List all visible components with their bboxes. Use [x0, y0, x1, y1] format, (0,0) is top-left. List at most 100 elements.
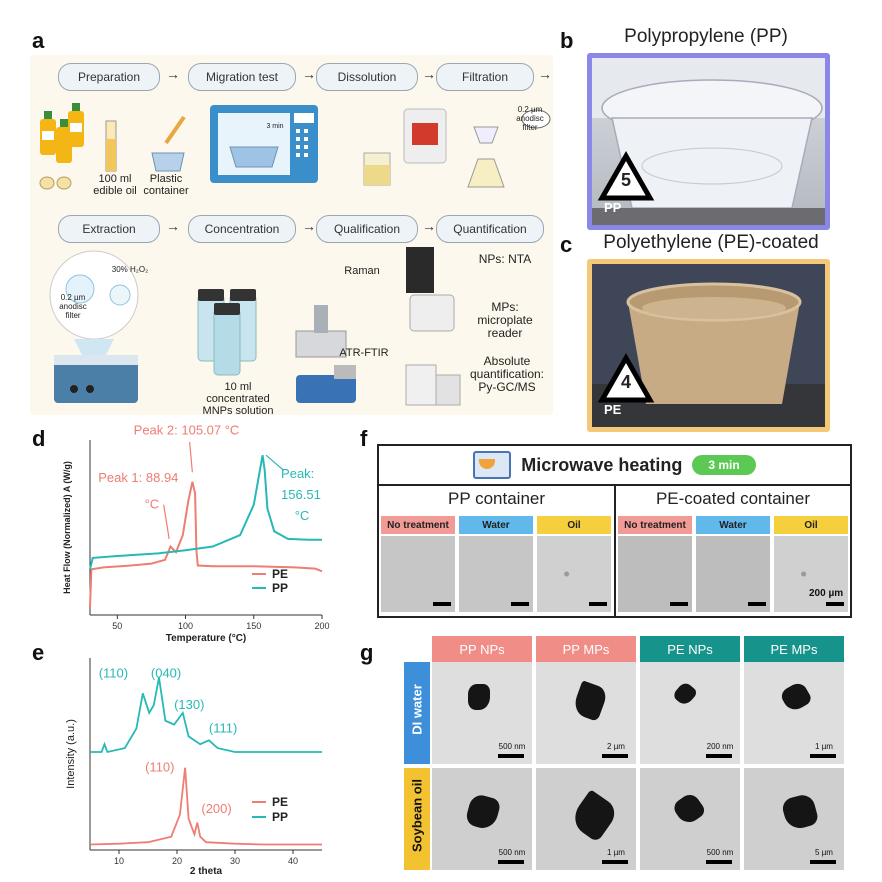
- scale-label: 200 µm: [809, 588, 844, 599]
- scale-bar: [433, 602, 451, 606]
- x-tick-label: 30: [230, 856, 240, 866]
- panel-label-a: a: [32, 28, 45, 53]
- particle-shape: [464, 792, 502, 832]
- tem-image: 1 µm: [744, 662, 844, 764]
- micrograph-image: [696, 536, 770, 612]
- step-quantification: Quantification: [436, 215, 544, 243]
- tem-image: 500 nm: [432, 768, 532, 870]
- scale-label: 200 nm: [706, 742, 734, 751]
- condition-tab: No treatment: [381, 516, 455, 534]
- scale-label: 500 nm: [498, 848, 526, 857]
- arrow-icon: →: [166, 218, 180, 234]
- microplate-caption: MPs: microplate reader: [477, 300, 533, 340]
- particle-shape: [671, 680, 699, 708]
- scale-bar: [511, 602, 529, 606]
- legend-label-pp: PP: [272, 581, 288, 595]
- peak-annotation: (111): [209, 720, 237, 735]
- instrument-illustrations: [405, 294, 461, 406]
- recycling-abbr-pp: PP: [604, 200, 622, 215]
- scale-label: 500 nm: [498, 742, 526, 751]
- tem-image: 5 µm: [744, 768, 844, 870]
- panel-label-e: e: [32, 640, 45, 665]
- column-header: PE NPs: [640, 636, 740, 662]
- micrograph-image: [459, 536, 533, 612]
- x-tick-label: 150: [246, 621, 261, 631]
- scale-label: 1 µm: [607, 848, 625, 857]
- step-filtration: Filtration: [436, 63, 534, 91]
- h2o2-caption: 30% H₂O₂: [111, 265, 149, 274]
- row-header: Soybean oil: [404, 768, 430, 870]
- panel-label-g: g: [360, 640, 374, 665]
- x-axis-label: 2 theta: [190, 866, 223, 877]
- tem-image: 1 µm: [536, 768, 636, 870]
- scale-bar: [498, 754, 524, 758]
- condition-tab: No treatment: [618, 516, 692, 534]
- raman-caption: Raman: [344, 265, 380, 277]
- microwave-icon: [473, 451, 512, 479]
- step-concentration: Concentration: [188, 215, 296, 243]
- scale-bar: [498, 860, 524, 864]
- peak-annotation: (200): [201, 801, 231, 816]
- particle-shape: [670, 790, 708, 828]
- condition-tab: Water: [696, 516, 770, 534]
- scale-label: 500 nm: [706, 848, 734, 857]
- scale-label: 2 µm: [607, 742, 625, 751]
- legend-label-pe: PE: [272, 567, 288, 581]
- series-pp-line: [90, 677, 322, 754]
- y-axis-label: Intensity (a.u.): [65, 719, 77, 789]
- condition-tab: Oil: [537, 516, 611, 534]
- scale-bar: [670, 602, 688, 606]
- recycling-code-pp: 5: [620, 170, 631, 190]
- annotation-peak-pp-unit: °C: [295, 508, 310, 523]
- panel-label-f: f: [360, 426, 368, 451]
- step-preparation: Preparation: [58, 63, 160, 91]
- microwave-header: Microwave heating 3 min: [379, 446, 850, 486]
- row-header: DI water: [404, 662, 430, 764]
- step-qualification: Qualification: [316, 215, 418, 243]
- series-pe-line: [89, 767, 322, 846]
- annotation-arrow: [189, 441, 193, 473]
- legend-label-pp: PP: [272, 810, 288, 824]
- step-dissolution: Dissolution: [316, 63, 418, 91]
- scale-bar: [706, 754, 732, 758]
- tem-image: 500 nm: [640, 768, 740, 870]
- scale-bar: [589, 602, 607, 606]
- time-badge: 3 min: [692, 455, 756, 475]
- scale-bar: [748, 602, 766, 606]
- arrow-icon: →: [166, 66, 180, 82]
- column-header: PE MPs: [744, 636, 844, 662]
- recycling-abbr-pe: PE: [604, 402, 622, 417]
- micrograph-image: [537, 536, 611, 612]
- arrow-icon: →: [538, 66, 552, 82]
- atr-caption: ATR-FTIR: [339, 347, 389, 359]
- series-pe-line: [89, 481, 323, 608]
- row-header-label: DI water: [409, 684, 425, 735]
- particle-shape: [780, 792, 820, 832]
- step-extraction: Extraction: [58, 215, 160, 243]
- annotation-arrow: [163, 504, 170, 540]
- tem-image: 2 µm: [536, 662, 636, 764]
- scale-bar: [706, 860, 732, 864]
- column-header: PP MPs: [536, 636, 636, 662]
- scale-bar: [826, 602, 844, 606]
- workflow-panel: Preparation → Migration test → Dissoluti…: [30, 55, 553, 417]
- micrograph-image: [381, 536, 455, 612]
- column-divider: [614, 486, 616, 616]
- x-tick-label: 10: [114, 856, 124, 866]
- particle-shape: [468, 684, 490, 710]
- microwave-title: Microwave heating: [521, 454, 683, 475]
- arrow-icon: →: [422, 218, 436, 234]
- annotation-arrow: [265, 454, 285, 471]
- x-tick-label: 50: [112, 621, 122, 631]
- pe-title: Polyethylene (PE)-coated: [603, 232, 819, 253]
- peak-annotation: (040): [151, 666, 181, 681]
- recycling-triangle-pe: 4: [597, 352, 655, 407]
- peak-annotation: (110): [145, 760, 174, 775]
- pp-container-photo: 5 PP: [587, 53, 830, 230]
- arrow-icon: →: [422, 66, 436, 82]
- pe-container-heading: PE-coated container: [655, 489, 811, 508]
- scale-bar: [602, 860, 628, 864]
- peak-annotation: (110): [99, 666, 128, 681]
- series-pp-line: [89, 455, 322, 570]
- annotation-peak-1: Peak 1: 88.94: [98, 470, 178, 485]
